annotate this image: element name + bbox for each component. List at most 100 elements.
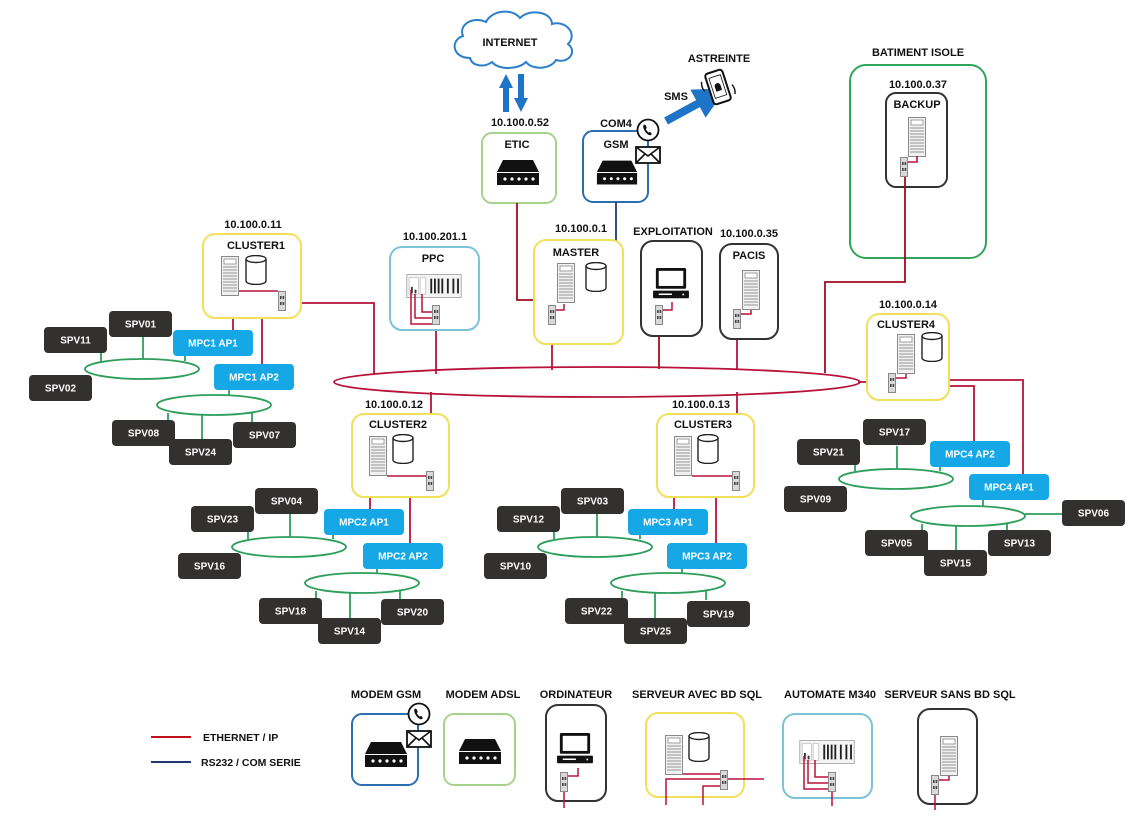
cluster2-node[interactable]: CLUSTER2 <box>351 413 450 498</box>
spv-station-spv21[interactable]: SPV21 <box>797 439 860 465</box>
spv-station-spv11-label: SPV11 <box>60 336 91 347</box>
spv-station-spv25[interactable]: SPV25 <box>624 618 687 644</box>
pacis-ip: 10.100.0.35 <box>720 228 778 240</box>
legend-modem-gsm <box>351 702 432 786</box>
spv-station-spv16-box <box>178 553 241 579</box>
backup-label: BACKUP <box>893 99 940 111</box>
spv-stations: SPV01SPV11SPV02SPV08SPV24SPV07SPV04SPV23… <box>29 311 1125 644</box>
access-point-mpc3-ap2[interactable]: MPC3 AP2 <box>667 543 747 569</box>
spv-station-spv07[interactable]: SPV07 <box>233 422 296 448</box>
database-icon <box>585 262 607 292</box>
legend-modem-adsl <box>443 713 516 786</box>
spv-station-spv15-label: SPV15 <box>940 559 972 570</box>
legend-plc-label: AUTOMATE M340 <box>784 689 876 701</box>
spv-station-spv08[interactable]: SPV08 <box>112 420 175 446</box>
backup-site-label: BATIMENT ISOLE <box>872 47 964 59</box>
exploitation-node[interactable] <box>640 240 703 337</box>
access-point-mpc3-ap1-box <box>628 509 708 535</box>
spv-station-spv15[interactable]: SPV15 <box>924 550 987 576</box>
access-point-mpc2-ap2[interactable]: MPC2 AP2 <box>363 543 443 569</box>
spv-station-spv24[interactable]: SPV24 <box>169 439 232 465</box>
spv-station-spv09[interactable]: SPV09 <box>784 486 847 512</box>
database-icon <box>392 434 414 464</box>
spv-station-spv06-label: SPV06 <box>1078 509 1110 520</box>
spv-station-spv23-label: SPV23 <box>207 515 239 526</box>
etic-node[interactable]: ETIC <box>481 132 557 204</box>
ethernet-ring <box>333 366 861 398</box>
server-icon <box>742 270 760 310</box>
master-node[interactable]: MASTER <box>533 239 624 345</box>
spv-station-spv18[interactable]: SPV18 <box>259 598 322 624</box>
access-point-mpc1-ap2[interactable]: MPC1 AP2 <box>214 364 294 390</box>
spv-station-spv13[interactable]: SPV13 <box>988 530 1051 556</box>
switch-icon <box>888 373 896 393</box>
spv-station-spv20[interactable]: SPV20 <box>381 599 444 625</box>
spv-station-spv12-label: SPV12 <box>513 515 545 526</box>
spv-station-spv05-box <box>865 530 928 556</box>
server-icon <box>557 262 575 304</box>
server-icon <box>369 436 387 476</box>
legend: ETHERNET / IP RS232 / COM SERIE MODEM GS… <box>151 689 1016 810</box>
envelope-icon <box>635 146 661 164</box>
spv-station-spv16[interactable]: SPV16 <box>178 553 241 579</box>
access-point-mpc4-ap1-label: MPC4 AP1 <box>984 483 1034 494</box>
cluster4-node[interactable]: CLUSTER4 <box>866 313 950 401</box>
spv-station-spv11[interactable]: SPV11 <box>44 327 107 353</box>
spv-station-spv14-label: SPV14 <box>334 627 366 638</box>
spv-station-spv06[interactable]: SPV06 <box>1062 500 1125 526</box>
spv-station-spv04-label: SPV04 <box>271 497 303 508</box>
server-icon <box>897 334 915 374</box>
database-icon <box>921 332 943 362</box>
backup-site-frame <box>849 64 987 259</box>
spv-station-spv12-box <box>497 506 560 532</box>
spv-station-spv10[interactable]: SPV10 <box>484 553 547 579</box>
spv-station-spv05[interactable]: SPV05 <box>865 530 928 556</box>
access-point-mpc2-ap1[interactable]: MPC2 AP1 <box>324 509 404 535</box>
legend-serial-label: RS232 / COM SERIE <box>201 757 301 769</box>
spv-station-spv04[interactable]: SPV04 <box>255 488 318 514</box>
spv-station-spv01-label: SPV01 <box>125 320 157 331</box>
spv-station-spv17[interactable]: SPV17 <box>863 419 926 445</box>
spv-station-spv13-box <box>988 530 1051 556</box>
cloud-icon <box>453 10 574 69</box>
backup-node[interactable]: BACKUP <box>885 92 948 188</box>
spv-station-spv03[interactable]: SPV03 <box>561 488 624 514</box>
cluster2-label: CLUSTER2 <box>369 419 427 431</box>
spv-station-spv14-box <box>318 618 381 644</box>
cluster2-ip: 10.100.0.12 <box>365 399 423 411</box>
cluster3-node[interactable]: CLUSTER3 <box>656 413 755 498</box>
spv-station-spv02-label: SPV02 <box>45 384 77 395</box>
spv-station-spv02[interactable]: SPV02 <box>29 375 92 401</box>
gsm-node[interactable]: GSM <box>582 130 649 203</box>
gsm-label: GSM <box>603 139 628 151</box>
access-point-mpc4-ap1[interactable]: MPC4 AP1 <box>969 474 1049 500</box>
access-point-mpc3-ap1[interactable]: MPC3 AP1 <box>628 509 708 535</box>
access-point-mpc2-ap1-label: MPC2 AP1 <box>339 518 389 529</box>
legend-plc <box>782 713 873 806</box>
cluster1-node[interactable]: CLUSTER1 <box>202 233 302 319</box>
server-icon <box>908 117 926 157</box>
spv-station-spv09-label: SPV09 <box>800 495 832 506</box>
access-point-mpc4-ap1-box <box>969 474 1049 500</box>
access-point-mpc1-ap1[interactable]: MPC1 AP1 <box>173 330 253 356</box>
server-icon <box>674 436 692 476</box>
spv-station-spv22[interactable]: SPV22 <box>565 598 628 624</box>
spv-station-spv08-box <box>112 420 175 446</box>
switch-icon <box>426 471 434 491</box>
spv-station-spv12[interactable]: SPV12 <box>497 506 560 532</box>
server-icon <box>665 735 683 775</box>
spv-station-spv05-label: SPV05 <box>881 539 913 550</box>
spv-station-spv23[interactable]: SPV23 <box>191 506 254 532</box>
spv-station-spv16-label: SPV16 <box>194 562 226 573</box>
pacis-node[interactable]: PACIS <box>719 243 779 340</box>
spv-station-spv19[interactable]: SPV19 <box>687 601 750 627</box>
spv-station-spv13-label: SPV13 <box>1004 539 1036 550</box>
spv-station-spv14[interactable]: SPV14 <box>318 618 381 644</box>
spv-station-spv01[interactable]: SPV01 <box>109 311 172 337</box>
access-point-mpc3-ap2-box <box>667 543 747 569</box>
master-ip: 10.100.0.1 <box>555 223 607 235</box>
access-point-mpc4-ap2[interactable]: MPC4 AP2 <box>930 441 1010 467</box>
server-icon <box>940 736 958 776</box>
ppc-node[interactable]: PPC <box>389 246 480 331</box>
database-icon <box>697 434 719 464</box>
